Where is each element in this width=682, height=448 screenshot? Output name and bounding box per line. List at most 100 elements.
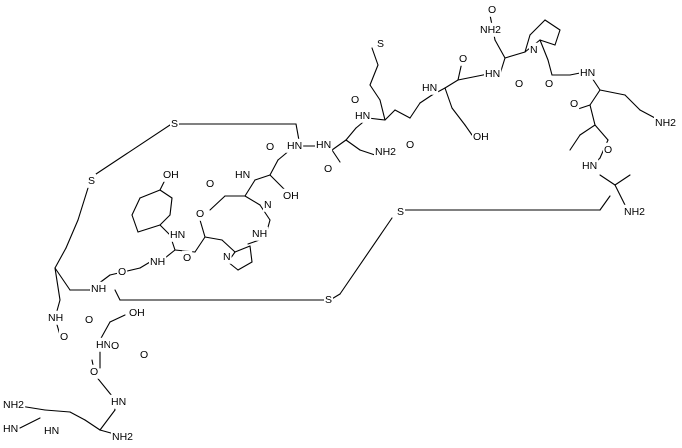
atom-label: O <box>140 349 148 361</box>
atom-label: OH <box>283 190 299 202</box>
bond-line <box>269 174 286 191</box>
atom-label-background <box>110 338 121 353</box>
atom-label: HN <box>580 67 595 79</box>
atom-label: O <box>60 331 68 343</box>
atom-labels: S S S S S OH OH OH OH NH2 NH2 NH2 NH2 NH… <box>2 2 678 444</box>
atom-label-background <box>234 167 252 182</box>
atom-label: HN <box>287 140 302 152</box>
bond-line <box>234 245 251 253</box>
bond-line <box>345 127 357 141</box>
bond-line <box>544 19 561 31</box>
atom-label: O <box>118 266 126 278</box>
atom-label-background <box>182 250 193 265</box>
bond-line <box>547 59 553 76</box>
atom-label: O <box>351 94 359 106</box>
atom-label: O <box>545 78 553 90</box>
atom-label-background <box>421 80 439 95</box>
atom-label-background <box>324 292 334 307</box>
atom-label-background <box>514 76 525 91</box>
atom-label: S <box>377 38 384 50</box>
atom-label: HN <box>316 139 331 151</box>
bond-line <box>114 289 121 301</box>
bond-line <box>199 219 206 238</box>
bond-line <box>269 159 279 176</box>
bond-line <box>444 79 459 89</box>
bond-line <box>554 29 561 46</box>
bond-line <box>139 189 161 199</box>
atom-label-background <box>376 36 386 51</box>
atom-label-background <box>87 173 97 188</box>
bond-line <box>69 411 86 421</box>
atom-label: NH2 <box>112 431 133 443</box>
bond-line <box>259 204 271 221</box>
atom-label-background <box>579 65 597 80</box>
atom-label-background <box>529 42 539 57</box>
atom-label: NH <box>48 312 63 324</box>
atom-label: O <box>604 144 612 156</box>
bond-line <box>579 124 596 136</box>
atom-label-background <box>569 96 580 111</box>
atom-label: HN <box>3 423 18 435</box>
atom-label: O <box>570 98 578 110</box>
atom-label: HN <box>44 425 59 437</box>
atom-label: O <box>266 141 274 153</box>
bond-line <box>444 87 453 109</box>
atom-label: N <box>264 199 272 211</box>
bond-line <box>99 321 111 341</box>
bond-line <box>331 139 347 151</box>
atom-label-background <box>95 337 113 352</box>
atom-label-background <box>458 51 469 66</box>
atom-label-background <box>195 206 206 221</box>
atom-label: HN <box>170 229 185 241</box>
atom-label: O <box>459 53 467 65</box>
bond-line <box>369 84 381 101</box>
atom-label: NH2 <box>624 206 645 218</box>
bond-line <box>159 214 171 226</box>
atom-label-background <box>170 116 180 131</box>
bond-line <box>529 19 546 36</box>
atom-label: NH <box>91 283 106 295</box>
atom-label-background <box>484 66 502 81</box>
bond-lines <box>19 14 656 436</box>
atom-label-background <box>162 167 180 182</box>
atom-label: HN <box>235 169 250 181</box>
bond-line <box>204 236 223 241</box>
atom-label-background <box>282 188 300 203</box>
bond-line <box>569 134 581 151</box>
bond-line <box>339 217 393 295</box>
atom-label-background <box>43 423 61 438</box>
bond-line <box>539 39 556 46</box>
bond-line <box>92 124 171 177</box>
bond-line <box>77 187 89 221</box>
atom-label: S <box>325 294 332 306</box>
bond-line <box>109 314 126 323</box>
bond-line <box>394 109 411 119</box>
atom-label: O <box>324 163 332 175</box>
atom-label: S <box>397 206 404 218</box>
bond-line <box>624 94 641 111</box>
atom-label-background <box>149 254 167 269</box>
bond-line <box>54 267 71 291</box>
bond-line <box>371 47 379 66</box>
bond-line <box>451 107 466 126</box>
bond-line <box>65 219 79 249</box>
bond-line <box>137 224 161 233</box>
atom-label-background <box>84 312 95 327</box>
atom-label: S <box>171 118 178 130</box>
atom-label: O <box>111 340 119 352</box>
atom-label: O <box>183 252 191 264</box>
atom-label: O <box>406 139 414 151</box>
bond-line <box>569 72 581 76</box>
atom-label: OH <box>163 169 179 181</box>
bond-line <box>524 34 531 53</box>
atom-label-background <box>472 129 490 144</box>
atom-label: OH <box>129 307 145 319</box>
atom-label-background <box>654 115 678 130</box>
bond-line <box>419 94 433 104</box>
bond-line <box>589 104 596 126</box>
atom-label: HN <box>485 68 500 80</box>
bond-line <box>54 267 61 301</box>
atom-label-background <box>47 310 65 325</box>
atom-label: OH <box>473 131 489 143</box>
